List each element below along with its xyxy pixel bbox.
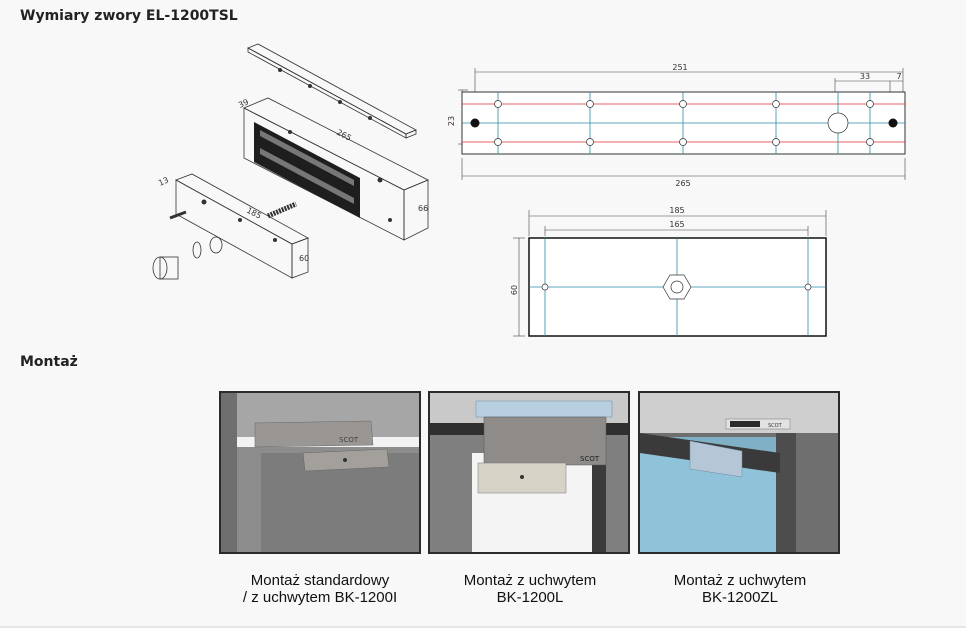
caption-2-line2: BK-1200L bbox=[496, 589, 564, 606]
armature-view: 185 165 60 bbox=[510, 206, 827, 337]
iso-label-60: 60 bbox=[299, 254, 309, 263]
brand-logo-3: SCOT bbox=[768, 423, 783, 429]
top-dim-7: 7 bbox=[896, 72, 901, 81]
mounting-photo-bk1200zl: SCOT bbox=[638, 391, 840, 554]
top-dim-251: 251 bbox=[672, 63, 687, 72]
dimensions-heading: Wymiary zwory EL-1200TSL bbox=[20, 8, 238, 24]
caption-bk1200zl: Montaż z uchwytem BK-1200ZL bbox=[630, 572, 850, 606]
caption-bk1200l: Montaż z uchwytem BK-1200L bbox=[420, 572, 640, 606]
iso-label-39: 39 bbox=[237, 97, 250, 109]
footer-divider bbox=[0, 626, 966, 628]
caption-1-line1: Montaż standardowy bbox=[250, 572, 390, 589]
magnet-top-view: 251 33 7 23 265 bbox=[447, 63, 906, 188]
iso-label-185: 185 bbox=[245, 206, 263, 221]
arm-dim-60: 60 bbox=[510, 285, 519, 295]
mounting-heading: Montaż bbox=[20, 354, 78, 370]
top-dim-23: 23 bbox=[447, 116, 456, 126]
mounting-photo-bk1200l: SCOT bbox=[428, 391, 630, 554]
arm-dim-185: 185 bbox=[669, 206, 684, 215]
iso-label-66: 66 bbox=[418, 204, 428, 213]
caption-3-line1: Montaż z uchwytem bbox=[673, 572, 807, 589]
mounting-photo-standard: SCOT bbox=[219, 391, 421, 554]
arm-dim-165: 165 bbox=[669, 220, 684, 229]
top-dim-265: 265 bbox=[675, 179, 690, 188]
isometric-drawing: 39 265 66 13 185 60 bbox=[152, 43, 429, 280]
caption-1-line2: / z uchwytem BK-1200I bbox=[242, 589, 398, 606]
brand-logo-1: SCOT bbox=[339, 436, 359, 444]
caption-2-line1: Montaż z uchwytem bbox=[463, 572, 597, 589]
top-dim-33: 33 bbox=[860, 72, 870, 81]
brand-logo-2: SCOT bbox=[580, 455, 600, 463]
caption-3-line2: BK-1200ZL bbox=[702, 589, 778, 606]
caption-standard: Montaż standardowy / z uchwytem BK-1200I bbox=[210, 572, 430, 606]
iso-label-13: 13 bbox=[157, 175, 170, 187]
